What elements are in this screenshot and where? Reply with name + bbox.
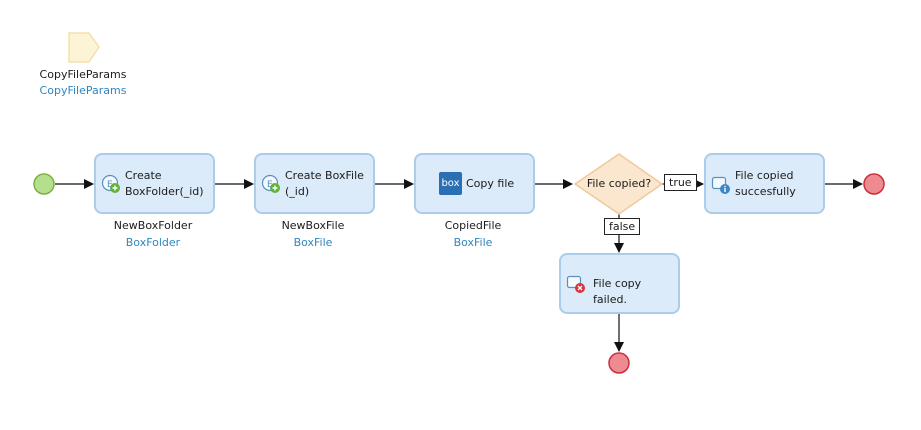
copy-file-activity[interactable]: box Copy file xyxy=(414,153,535,214)
svg-text:E: E xyxy=(267,180,273,190)
box-logo-icon: box xyxy=(439,172,462,195)
create-folder-output-type: BoxFolder xyxy=(125,236,181,249)
parameter-type: CopyFileParams xyxy=(39,84,127,97)
show-message-info-icon xyxy=(711,176,730,194)
parameter-label: CopyFileParams CopyFileParams xyxy=(23,67,143,99)
decision-label: File copied? xyxy=(586,177,652,190)
svg-text:E: E xyxy=(107,180,113,190)
copy-file-output-type: BoxFile xyxy=(453,236,493,249)
create-folder-label: Create BoxFolder(_id) xyxy=(125,169,204,198)
create-folder-output-name: NewBoxFolder xyxy=(113,219,193,232)
create-folder-output: NewBoxFolder BoxFolder xyxy=(83,219,223,250)
create-file-output-name: NewBoxFile xyxy=(281,219,345,232)
copy-file-output-name: CopiedFile xyxy=(444,219,502,232)
success-message-label: File copied succesfully xyxy=(735,169,796,198)
end-event-failure xyxy=(608,352,630,374)
show-message-error-icon xyxy=(566,275,585,293)
start-event xyxy=(33,173,55,195)
end-event-success xyxy=(863,173,885,195)
create-object-icon: E xyxy=(261,174,280,193)
condition-false-label: false xyxy=(604,218,641,235)
create-folder-activity[interactable]: E Create BoxFolder(_id) xyxy=(94,153,215,214)
parameter-name: CopyFileParams xyxy=(39,68,127,81)
success-message-activity[interactable]: File copied succesfully xyxy=(704,153,825,214)
failure-message-activity[interactable]: File copy failed. xyxy=(559,253,680,314)
create-file-output-type: BoxFile xyxy=(293,236,333,249)
create-file-label: Create BoxFile (_id) xyxy=(285,169,364,198)
condition-true-label: true xyxy=(664,174,697,191)
create-file-activity[interactable]: E Create BoxFile (_id) xyxy=(254,153,375,214)
copy-file-output: CopiedFile BoxFile xyxy=(403,219,543,250)
parameter-shape xyxy=(68,32,100,63)
failure-message-label: File copy failed. xyxy=(593,277,642,306)
decision-diamond xyxy=(573,153,664,215)
create-file-output: NewBoxFile BoxFile xyxy=(243,219,383,250)
create-object-icon: E xyxy=(101,174,120,193)
copy-file-label: Copy file xyxy=(466,177,515,190)
